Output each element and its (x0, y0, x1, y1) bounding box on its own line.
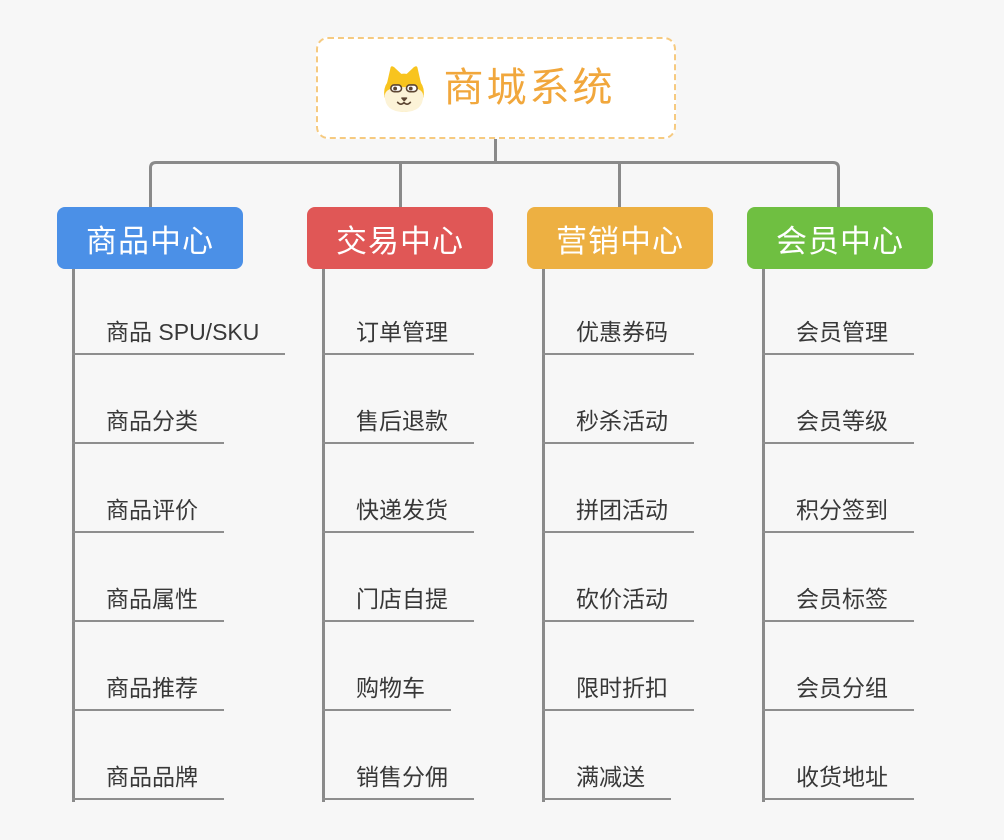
subtopic-node[interactable]: 商品属性 (72, 586, 224, 622)
branch-column: 商品中心 商品 SPU/SKU 商品分类 商品评价 商品属性 商品推荐 商品品牌 (57, 207, 286, 802)
branch-label: 营销中心 (556, 223, 684, 259)
subtopic-row: 拼团活动 (542, 444, 694, 533)
subtopic-row: 购物车 (322, 622, 474, 711)
trunk-line (149, 161, 840, 207)
subtopic-list: 会员管理 会员等级 积分签到 会员标签 会员分组 收货地址 (762, 269, 914, 800)
subtopic-row: 砍价活动 (542, 533, 694, 622)
subtopic-node[interactable]: 会员分组 (762, 675, 914, 711)
subtopic-row: 商品推荐 (72, 622, 285, 711)
subtopic-list: 订单管理 售后退款 快递发货 门店自提 购物车 销售分佣 (322, 269, 474, 800)
branch-label: 交易中心 (336, 223, 464, 259)
subtopic-node[interactable]: 售后退款 (322, 408, 474, 444)
root-title: 商城系统 (443, 66, 616, 110)
subtopic-row: 商品属性 (72, 533, 285, 622)
subtopic-node[interactable]: 商品分类 (72, 408, 224, 444)
subtopic-row: 会员分组 (762, 622, 914, 711)
subtopic-row: 售后退款 (322, 355, 474, 444)
branch-column: 营销中心 优惠券码 秒杀活动 拼团活动 砍价活动 限时折扣 满减送 (527, 207, 713, 802)
subtopic-node[interactable]: 商品 SPU/SKU (72, 319, 286, 355)
subtopic-row: 销售分佣 (322, 711, 474, 800)
branch-connector-line (542, 269, 545, 802)
subtopic-node[interactable]: 会员等级 (762, 408, 914, 444)
branch-connector-line (72, 269, 75, 802)
subtopic-row: 秒杀活动 (542, 355, 694, 444)
branch-header-node[interactable]: 会员中心 (747, 207, 933, 269)
subtopic-row: 会员标签 (762, 533, 914, 622)
subtopic-node[interactable]: 满减送 (542, 764, 671, 800)
subtopic-node[interactable]: 秒杀活动 (542, 408, 694, 444)
subtopic-node[interactable]: 销售分佣 (322, 764, 474, 800)
subtopic-node[interactable]: 优惠券码 (542, 319, 694, 355)
subtopic-node[interactable]: 拼团活动 (542, 497, 694, 533)
subtopic-node[interactable]: 会员标签 (762, 586, 914, 622)
branch-connector-line (762, 269, 765, 802)
subtopic-row: 收货地址 (762, 711, 914, 800)
branch-header-node[interactable]: 营销中心 (527, 207, 713, 269)
subtopic-row: 商品分类 (72, 355, 285, 444)
subtopic-row: 积分签到 (762, 444, 914, 533)
subtopic-row: 商品评价 (72, 444, 285, 533)
shiba-dog-icon (377, 64, 431, 113)
subtopic-node[interactable]: 积分签到 (762, 497, 914, 533)
subtopic-row: 商品品牌 (72, 711, 285, 800)
subtopic-node[interactable]: 订单管理 (322, 319, 474, 355)
subtopic-node[interactable]: 购物车 (322, 675, 451, 711)
branch-header-node[interactable]: 交易中心 (307, 207, 493, 269)
subtopic-row: 订单管理 (322, 269, 474, 355)
branch-header-node[interactable]: 商品中心 (57, 207, 243, 269)
subtopic-node[interactable]: 砍价活动 (542, 586, 694, 622)
subtopic-node[interactable]: 商品评价 (72, 497, 224, 533)
subtopic-node[interactable]: 商品品牌 (72, 764, 224, 800)
subtopic-node[interactable]: 门店自提 (322, 586, 474, 622)
subtopic-list: 商品 SPU/SKU 商品分类 商品评价 商品属性 商品推荐 商品品牌 (72, 269, 286, 800)
subtopic-row: 限时折扣 (542, 622, 694, 711)
branch-label: 会员中心 (776, 223, 904, 259)
branch-connector-line (322, 269, 325, 802)
subtopic-row: 门店自提 (322, 533, 474, 622)
subtopic-row: 会员管理 (762, 269, 914, 355)
subtopic-row: 优惠券码 (542, 269, 694, 355)
subtopic-node[interactable]: 限时折扣 (542, 675, 694, 711)
subtopic-row: 快递发货 (322, 444, 474, 533)
branch-column: 交易中心 订单管理 售后退款 快递发货 门店自提 购物车 销售分佣 (307, 207, 493, 802)
subtopic-node[interactable]: 会员管理 (762, 319, 914, 355)
subtopic-row: 会员等级 (762, 355, 914, 444)
branch-column: 会员中心 会员管理 会员等级 积分签到 会员标签 会员分组 收货地址 (747, 207, 933, 802)
subtopic-row: 商品 SPU/SKU (72, 269, 286, 355)
subtopic-node[interactable]: 快递发货 (322, 497, 474, 533)
subtopic-node[interactable]: 商品推荐 (72, 675, 224, 711)
subtopic-node[interactable]: 收货地址 (762, 764, 914, 800)
subtopic-row: 满减送 (542, 711, 694, 800)
branch-label: 商品中心 (86, 223, 214, 259)
root-node[interactable]: 商城系统 (316, 37, 676, 139)
subtopic-list: 优惠券码 秒杀活动 拼团活动 砍价活动 限时折扣 满减送 (542, 269, 694, 800)
